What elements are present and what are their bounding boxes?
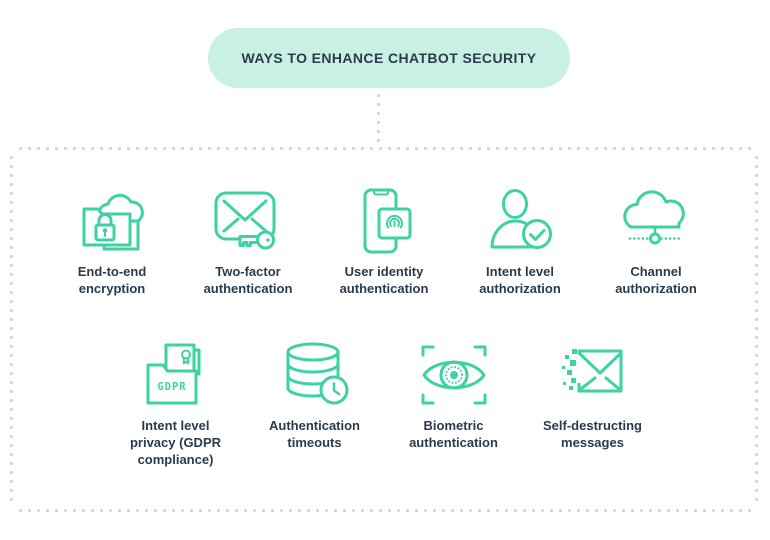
phone-fingerprint-icon: [363, 188, 412, 254]
method-item-biometric-authentication: Biometric authentication: [398, 337, 510, 468]
method-label: Intent level privacy (GDPR compliance): [129, 418, 222, 467]
method-label: End-to-end encryption: [77, 264, 147, 296]
title-pill: WAYS TO ENHANCE CHATBOT SECURITY: [208, 28, 570, 88]
methods-row-2: GDPR Intent level privacy (GDPR complian…: [10, 337, 758, 468]
methods-row-1: End-to-end encryption Two-factor authent…: [10, 183, 758, 297]
panel-border-top: [16, 147, 752, 150]
panel-border-left: [10, 153, 13, 506]
method-item-user-identity-authentication: User identity authentication: [328, 183, 440, 297]
eye-scan-icon: [421, 345, 486, 405]
cloud-folder-lock-icon: [82, 193, 144, 251]
methods-panel: End-to-end encryption Two-factor authent…: [10, 147, 758, 512]
dissolving-envelope-icon: [561, 349, 622, 393]
panel-border-right: [755, 153, 758, 506]
method-item-intent-level-privacy-gdpr: GDPR Intent level privacy (GDPR complian…: [120, 337, 232, 468]
method-item-end-to-end-encryption: End-to-end encryption: [56, 183, 168, 297]
method-label: Biometric authentication: [409, 418, 498, 450]
cloud-network-icon: [623, 190, 685, 245]
method-item-channel-authorization: Channel authorization: [600, 183, 712, 297]
connector-dotted-line: [377, 91, 380, 145]
method-item-intent-level-authorization: Intent level authorization: [464, 183, 576, 297]
database-clock-icon: [286, 342, 348, 405]
envelope-key-icon: [214, 191, 276, 250]
method-item-two-factor-authentication: Two-factor authentication: [192, 183, 304, 297]
method-label: Self-destructing messages: [543, 418, 642, 450]
method-label: Channel authorization: [615, 264, 697, 296]
gdpr-folder-icon: GDPR: [146, 343, 200, 405]
method-label: Authentication timeouts: [269, 418, 360, 450]
user-check-icon: [490, 189, 552, 249]
method-label: User identity authentication: [339, 264, 429, 296]
page-title: WAYS TO ENHANCE CHATBOT SECURITY: [241, 50, 537, 66]
panel-border-bottom: [16, 509, 752, 512]
gdpr-icon-text: GDPR: [157, 381, 186, 393]
method-label: Intent level authorization: [479, 264, 561, 296]
method-item-self-destructing-messages: Self-destructing messages: [537, 337, 649, 468]
method-label: Two-factor authentication: [203, 264, 293, 296]
method-item-authentication-timeouts: Authentication timeouts: [259, 337, 371, 468]
